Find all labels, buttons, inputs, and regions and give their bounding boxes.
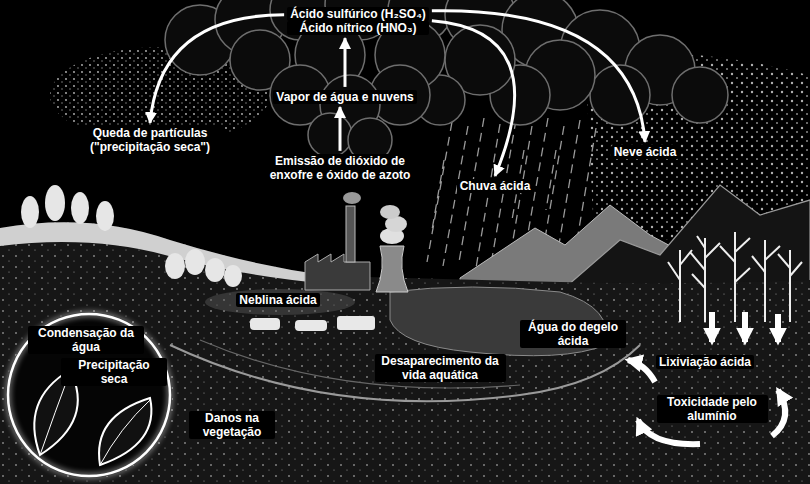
cooling-tower bbox=[376, 246, 408, 292]
car bbox=[250, 318, 280, 330]
label-text: Desaparecimento da vida aquática bbox=[375, 354, 506, 382]
flow-arrow bbox=[432, 21, 515, 176]
text-node: Queda de partículas ("precipitação seca"… bbox=[78, 126, 223, 154]
down-arrow bbox=[742, 312, 748, 342]
flow-arrow bbox=[343, 38, 346, 87]
inset-background bbox=[6, 312, 172, 478]
basin-inner-line bbox=[200, 340, 520, 388]
tree bbox=[165, 253, 185, 279]
text-node: Vapor de água e nuvens bbox=[273, 90, 416, 104]
tree bbox=[185, 249, 205, 275]
label-text: Água do degelo ácida bbox=[520, 320, 626, 348]
tree bbox=[71, 192, 89, 224]
cycle-arrow bbox=[638, 420, 700, 444]
truck bbox=[337, 316, 375, 330]
acid-fog bbox=[205, 289, 355, 315]
label-text: Lixiviação ácida bbox=[656, 355, 754, 369]
inset-circle-outline bbox=[8, 314, 170, 476]
flow-arrow bbox=[432, 11, 645, 142]
label-text: Neve ácida bbox=[611, 145, 680, 159]
label-text: Toxicidade pelo alumínio bbox=[657, 395, 768, 423]
label-text: Danos na vegetação bbox=[189, 411, 275, 439]
cloud-mass bbox=[165, 0, 728, 162]
damaged-trees bbox=[668, 232, 802, 322]
snowy-hill bbox=[0, 222, 330, 284]
label-text: Queda de partículas ("precipitação seca"… bbox=[78, 126, 223, 154]
cycle-arrow bbox=[628, 360, 655, 382]
tree bbox=[45, 185, 65, 221]
flow-arrow bbox=[150, 15, 284, 123]
steam-puff bbox=[380, 205, 400, 219]
car bbox=[295, 320, 327, 331]
label-text: Ácido sulfúrico (H₂SO₄) bbox=[287, 7, 429, 21]
inset-circle: Condensação da águaPrecipitação seca bbox=[6, 312, 172, 478]
tree bbox=[21, 196, 39, 228]
text-node: Neve ácida bbox=[611, 145, 680, 159]
tree bbox=[205, 258, 225, 282]
text-node: Emissão de dióxido de enxofre e óxido de… bbox=[253, 154, 428, 182]
chimney bbox=[346, 206, 355, 262]
tree bbox=[96, 201, 114, 231]
down-arrow bbox=[709, 312, 715, 342]
hill-trees bbox=[21, 185, 242, 287]
basin-rim bbox=[170, 345, 640, 401]
leaching-arrows bbox=[628, 312, 785, 444]
label-text: Chuva ácida bbox=[457, 179, 534, 193]
text-node: Ácido sulfúrico (H₂SO₄)Ácido nítrico (HN… bbox=[287, 7, 429, 35]
tree bbox=[224, 265, 242, 287]
label-text: Ácido nítrico (HNO₃) bbox=[287, 21, 429, 35]
label-text: Precipitação seca bbox=[61, 358, 167, 386]
label-text: Neblina ácida bbox=[236, 293, 319, 307]
cloud-puff bbox=[308, 113, 352, 157]
text-node: Chuva ácida bbox=[457, 179, 534, 193]
label-text: Condensação da água bbox=[28, 326, 144, 354]
cycle-arrow bbox=[772, 390, 785, 436]
label-text: Emissão de dióxido de enxofre e óxido de… bbox=[253, 154, 428, 182]
factory-building bbox=[305, 254, 370, 290]
down-arrow bbox=[775, 314, 781, 342]
label-text: Vapor de água e nuvens bbox=[273, 90, 416, 104]
ground bbox=[0, 222, 810, 484]
flow-arrow bbox=[339, 107, 342, 151]
chimney-smoke bbox=[343, 192, 361, 204]
cloud-puff bbox=[672, 67, 728, 123]
ground-speckles bbox=[0, 222, 810, 484]
